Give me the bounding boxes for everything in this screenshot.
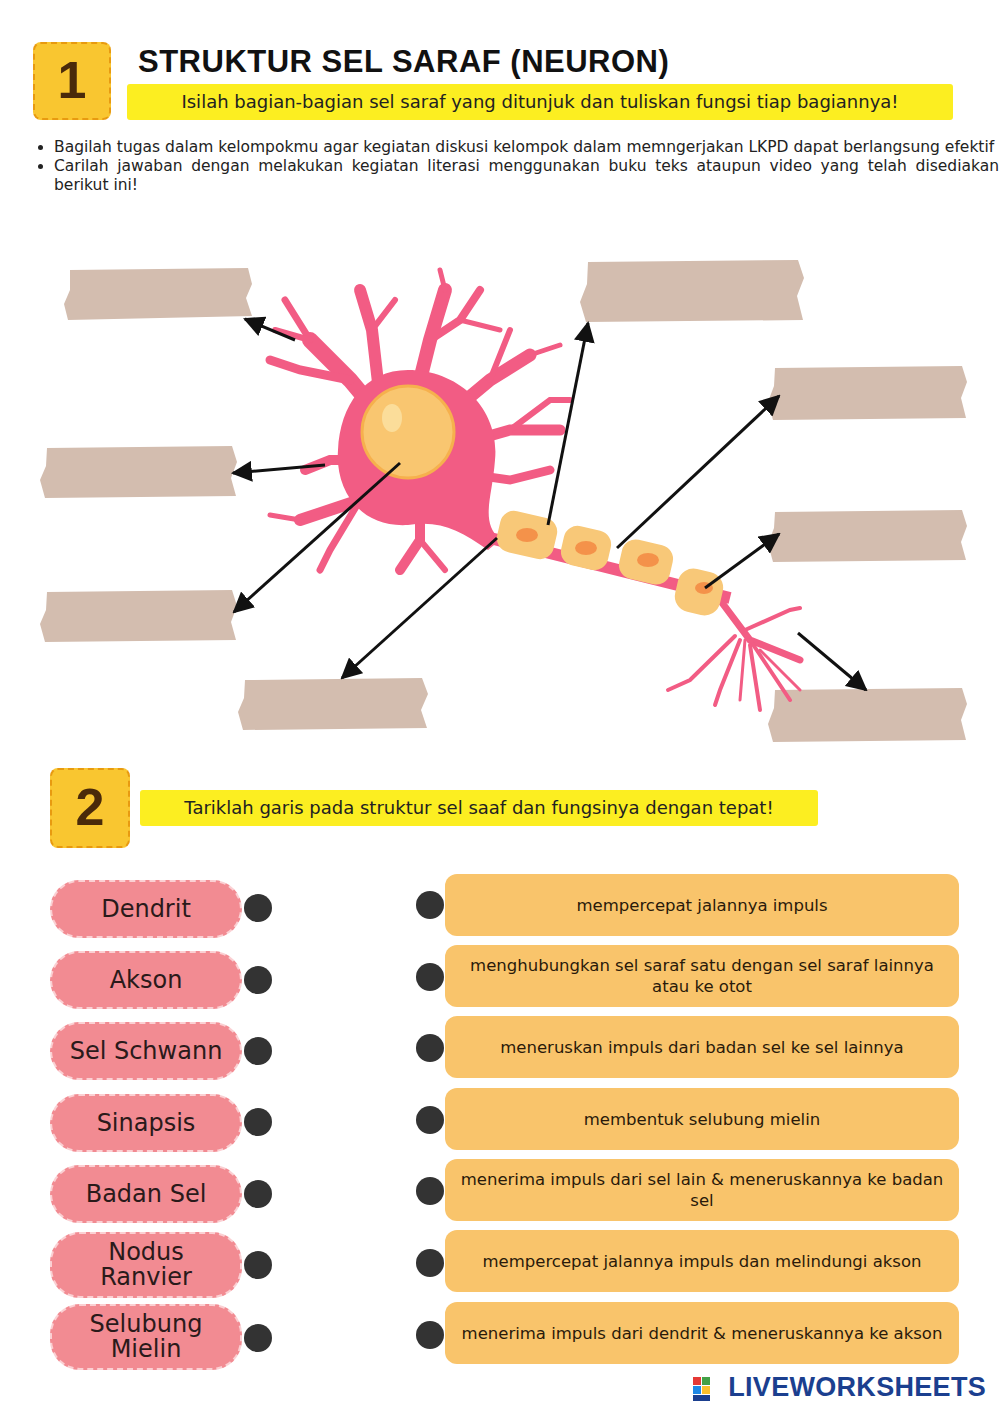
section-number: 2 [50,768,130,848]
dendrite [270,270,570,570]
section-number: 1 [33,42,111,120]
node-text: meneruskan impuls dari badan sel ke sel … [500,1037,903,1058]
node-text: menghubungkan sel saraf satu dengan sel … [455,955,949,997]
node-text: menerima impuls dari dendrit & meneruska… [462,1323,943,1344]
watermark: LIVEWORKSHEETS [728,1372,986,1403]
structure-pill: Badan Sel [50,1165,242,1223]
node-text: Sel Schwann [70,1039,223,1064]
instruction-list: Bagilah tugas dalam kelompokmu agar kegi… [30,138,999,195]
instruction-band: Tariklah garis pada struktur sel saaf da… [140,790,818,827]
node-text: Dendrit [101,897,191,922]
node-text: Badan Sel [86,1182,207,1207]
function-box: menerima impuls dari sel lain & menerusk… [445,1159,959,1221]
node-text: mempercepat jalannya impuls [576,895,827,916]
logo-icon [693,1377,710,1401]
node-text: Isilah bagian-bagian sel saraf yang ditu… [181,92,898,113]
axon-terminal [668,600,800,710]
instruction-band: Isilah bagian-bagian sel saraf yang ditu… [127,84,953,121]
node-text: 1 [58,51,87,111]
function-box: menghubungkan sel saraf satu dengan sel … [445,945,959,1007]
function-box: mempercepat jalannya impuls [445,874,959,936]
instruction-note: Carilah jawaban dengan melakukan kegiata… [54,157,999,195]
structure-pill: Nodus Ranvier [50,1232,242,1298]
structure-pill: Sinapsis [50,1094,242,1152]
pointer-arrow [233,319,866,690]
function-box: mempercepat jalannya impuls dan melindun… [445,1230,959,1292]
node-text: membentuk selubung mielin [584,1109,820,1130]
node-text: Nodus Ranvier [62,1240,230,1290]
worksheet-title: STRUKTUR SEL SARAF (NEURON) [138,44,669,80]
structure-pill: Dendrit [50,880,242,938]
function-box: menerima impuls dari dendrit & meneruska… [445,1302,959,1364]
function-box: membentuk selubung mielin [445,1088,959,1150]
instruction-note: Bagilah tugas dalam kelompokmu agar kegi… [54,138,999,157]
structure-pill: Selubung Mielin [50,1304,242,1370]
myelin-sheath [494,508,726,619]
node-text: Akson [110,968,183,993]
match-dot [244,891,444,1352]
node-text: mempercepat jalannya impuls dan melindun… [483,1251,922,1272]
structure-pill: Akson [50,951,242,1009]
structure-pill: Sel Schwann [50,1022,242,1080]
node-text: Tariklah garis pada struktur sel saaf da… [184,798,773,819]
function-box: meneruskan impuls dari badan sel ke sel … [445,1016,959,1078]
nucleus [362,386,454,478]
cell-body [338,370,500,550]
blank-label-box [40,260,967,742]
node-text: Selubung Mielin [62,1312,230,1362]
node-text: Sinapsis [97,1111,196,1136]
nucleus-shine [382,404,402,432]
node-text: 2 [76,778,105,838]
node-text: menerima impuls dari sel lain & menerusk… [455,1169,949,1211]
